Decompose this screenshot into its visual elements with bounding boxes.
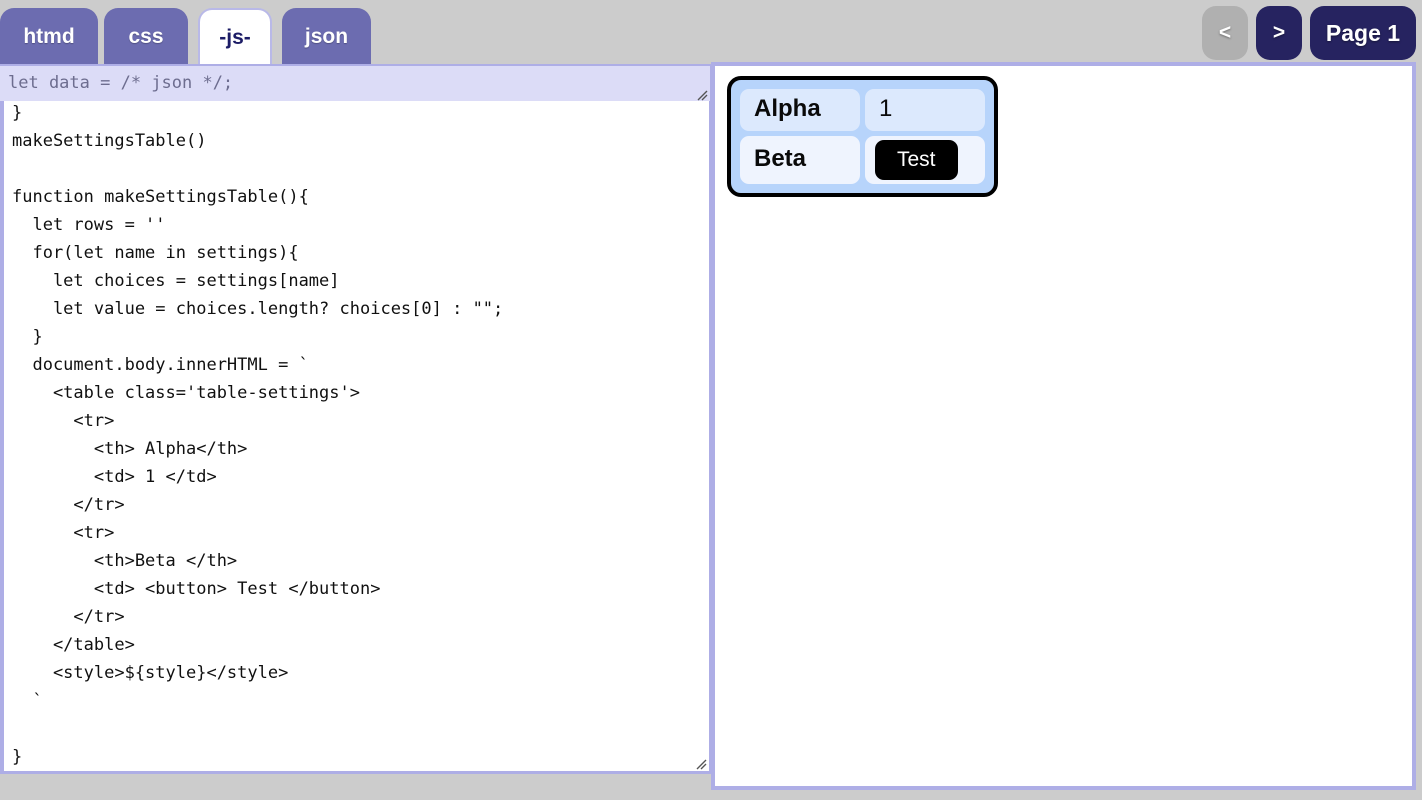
preview-pane: Alpha 1 Beta Test: [711, 62, 1416, 790]
settings-table: Alpha 1 Beta Test: [727, 76, 998, 197]
json-overlay-textarea[interactable]: let data = /* json */;: [0, 66, 710, 101]
tab-js[interactable]: -js-: [198, 8, 272, 66]
settings-row-header: Alpha: [740, 89, 860, 131]
pager-controls: < > Page 1: [1202, 6, 1416, 60]
code-editor-content[interactable]: 'beta' : words('a b c d e') } makeSettin…: [12, 75, 504, 767]
prev-page-button[interactable]: <: [1202, 6, 1248, 60]
settings-row-value: Test: [865, 136, 985, 184]
prev-page-label: <: [1218, 21, 1232, 44]
tab-htmd[interactable]: htmd: [0, 8, 98, 66]
resize-grip-icon[interactable]: [693, 756, 707, 770]
table-row: Alpha 1: [740, 89, 985, 131]
page-indicator-button[interactable]: Page 1: [1310, 6, 1416, 60]
tab-json[interactable]: json: [282, 8, 371, 66]
page-indicator-label: Page 1: [1325, 19, 1401, 46]
settings-row-value: 1: [865, 89, 985, 131]
tab-css-label: css: [128, 25, 164, 48]
next-page-label: >: [1272, 21, 1286, 44]
tab-css[interactable]: css: [104, 8, 188, 66]
code-editor[interactable]: 'beta' : words('a b c d e') } makeSettin…: [0, 64, 712, 774]
test-button[interactable]: Test: [875, 140, 958, 180]
resize-grip-icon[interactable]: [694, 87, 708, 101]
tab-htmd-label: htmd: [23, 25, 75, 48]
tab-json-label: json: [304, 25, 349, 48]
settings-table-body: Alpha 1 Beta Test: [740, 89, 985, 184]
table-row: Beta Test: [740, 136, 985, 184]
json-overlay-value[interactable]: let data = /* json */;: [8, 73, 234, 93]
tab-bar: htmd css -js- json < > Page 1: [0, 0, 1422, 66]
tab-js-label: -js-: [219, 26, 251, 49]
settings-row-header: Beta: [740, 136, 860, 184]
next-page-button[interactable]: >: [1256, 6, 1302, 60]
